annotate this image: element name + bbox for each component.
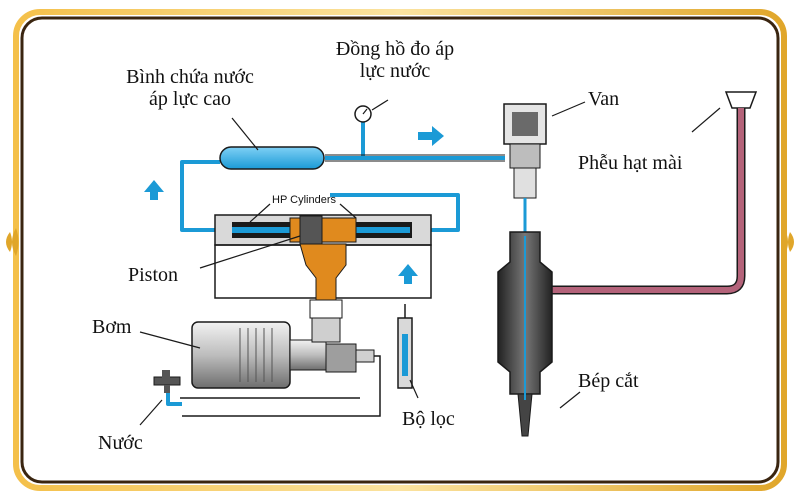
gauge-title-line1: Đồng hồ đo áp <box>335 38 455 60</box>
decorative-frame <box>6 9 794 491</box>
water-inlet-pipe <box>166 392 182 406</box>
arrow-up-right-icon <box>398 264 418 284</box>
pipe-outline-top <box>325 154 505 162</box>
pressure-gauge-icon <box>354 105 372 123</box>
filter-label: Bộ lọc <box>402 408 455 430</box>
arrow-right-icon <box>418 126 444 146</box>
gauge-title-line2: lực nước <box>359 60 431 82</box>
tank-label-line2: áp lực cao <box>149 88 231 110</box>
arrow-up-left-icon <box>144 180 164 200</box>
valve-unit <box>503 103 547 232</box>
left-flourish-icon <box>6 228 19 256</box>
left-return-pipe <box>180 160 230 232</box>
hp-cylinder-assembly <box>214 214 432 299</box>
hopper-label: Phễu hạt mài <box>578 152 683 174</box>
right-return-pipe <box>330 193 460 232</box>
piston-conduit <box>299 243 347 319</box>
abrasive-hopper <box>535 91 758 295</box>
high-pressure-tank <box>219 146 325 170</box>
nozzle-label: Bép cắt <box>578 370 639 392</box>
tank-label: Bình chứa nước áp lực cao <box>100 66 280 110</box>
filter-unit <box>397 304 413 389</box>
flow-arrows <box>144 126 444 284</box>
hp-cylinders-label: HP Cylinders <box>272 194 336 206</box>
valve-label: Van <box>588 88 620 110</box>
pump-motor <box>180 317 381 417</box>
water-tap-icon <box>153 370 181 393</box>
tank-label-line1: Bình chứa nước <box>126 66 254 88</box>
water-label: Nước <box>98 432 143 454</box>
leader-lines <box>139 99 721 426</box>
piston-label: Piston <box>128 264 179 286</box>
gauge-title: Đồng hồ đo áp lực nước <box>300 38 490 82</box>
cutting-head <box>497 231 553 437</box>
water-pipes <box>166 122 505 406</box>
right-flourish-icon <box>781 228 794 256</box>
pump-label: Bơm <box>92 316 132 338</box>
